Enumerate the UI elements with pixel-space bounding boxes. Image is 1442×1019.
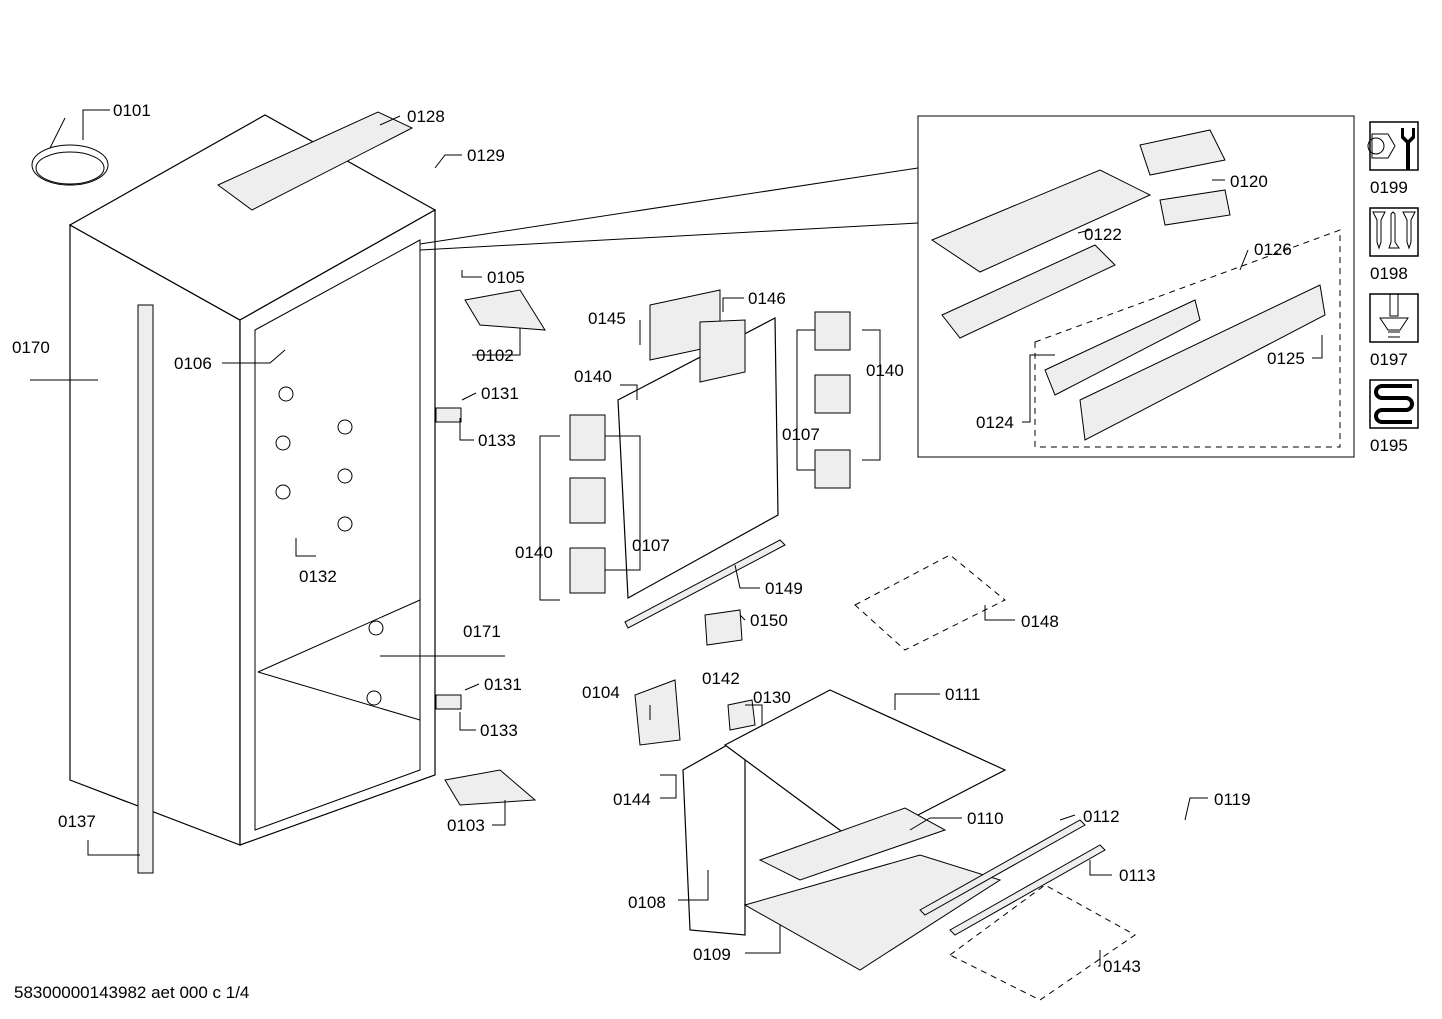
callout-0148[interactable]: 0148 (1021, 612, 1059, 631)
callout-0107[interactable]: 0107 (782, 425, 820, 444)
heating-coil-icon[interactable] (1369, 379, 1419, 429)
callout-0144[interactable]: 0144 (613, 790, 651, 809)
legend-code-0197: 0197 (1370, 350, 1408, 369)
legend-code-0198: 0198 (1370, 264, 1408, 283)
callout-0149[interactable]: 0149 (765, 579, 803, 598)
callout-0119[interactable]: 0119 (1214, 790, 1251, 809)
callout-0145[interactable]: 0145 (588, 309, 626, 328)
callout-0101[interactable]: 0101 (113, 101, 151, 120)
legend-code-0199: 0199 (1370, 178, 1408, 197)
callout-0111[interactable]: 0111 (945, 685, 980, 704)
leader-lines (30, 109, 1323, 967)
drawing-reference-footer: 58300000143982 aet 000 c 1/4 (14, 983, 249, 1002)
detail-inset-frame (917, 115, 1355, 458)
callout-0143[interactable]: 0143 (1103, 957, 1141, 976)
callout-0170[interactable]: 0170 (12, 338, 50, 357)
callout-0131[interactable]: 0131 (484, 675, 522, 694)
callout-0140[interactable]: 0140 (515, 543, 553, 562)
callout-0124[interactable]: 0124 (976, 413, 1014, 432)
callout-0106[interactable]: 0106 (174, 354, 212, 373)
power-cable (31, 117, 109, 186)
callout-0120[interactable]: 0120 (1230, 172, 1268, 191)
callout-0171[interactable]: 0171 (463, 622, 501, 641)
callout-0105[interactable]: 0105 (487, 268, 525, 287)
wrench-nut-icon[interactable] (1367, 121, 1419, 171)
callout-0112[interactable]: 0112 (1083, 807, 1120, 826)
callout-0109[interactable]: 0109 (693, 945, 731, 964)
legend-code-0195: 0195 (1370, 436, 1408, 455)
callout-0108[interactable]: 0108 (628, 893, 666, 912)
callout-0122[interactable]: 0122 (1084, 225, 1122, 244)
callout-0107[interactable]: 0107 (632, 536, 670, 555)
callout-0126[interactable]: 0126 (1254, 240, 1292, 259)
callout-0132[interactable]: 0132 (299, 567, 337, 586)
cabinet-body (68, 111, 437, 874)
callout-0102[interactable]: 0102 (476, 346, 514, 365)
callout-0137[interactable]: 0137 (58, 812, 96, 831)
screws-icon[interactable] (1369, 207, 1419, 257)
callout-0104[interactable]: 0104 (582, 683, 620, 702)
callout-0110[interactable]: 0110 (967, 809, 1004, 828)
callout-0140[interactable]: 0140 (574, 367, 612, 386)
callout-0128[interactable]: 0128 (407, 107, 445, 126)
callout-0103[interactable]: 0103 (447, 816, 485, 835)
callout-0130[interactable]: 0130 (753, 688, 791, 707)
callout-0129[interactable]: 0129 (467, 146, 505, 165)
callout-0133[interactable]: 0133 (480, 721, 518, 740)
callout-0133[interactable]: 0133 (478, 431, 516, 450)
callout-0113[interactable]: 0113 (1119, 866, 1156, 885)
callout-0125[interactable]: 0125 (1267, 349, 1305, 368)
callout-0150[interactable]: 0150 (750, 611, 788, 630)
callout-0146[interactable]: 0146 (748, 289, 786, 308)
callout-0140[interactable]: 0140 (866, 361, 904, 380)
callout-0131[interactable]: 0131 (481, 384, 519, 403)
screw-tip-icon[interactable] (1369, 293, 1419, 343)
callout-0142[interactable]: 0142 (702, 669, 740, 688)
